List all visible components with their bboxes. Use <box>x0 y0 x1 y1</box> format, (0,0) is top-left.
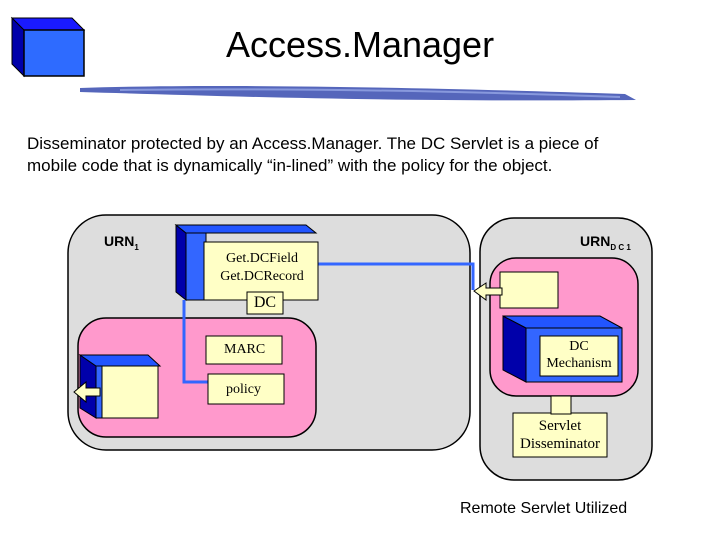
servlet-disseminator-label: Servlet Disseminator <box>513 417 607 453</box>
urndc-label: URND C 1 <box>580 233 631 252</box>
page-title: Access.Manager <box>225 24 495 65</box>
dc-mechanism-line-2: Mechanism <box>546 356 612 371</box>
description-line-2: mobile code that is dynamically “in-line… <box>27 156 553 175</box>
dc-mechanism-label: DC Mechanism <box>540 338 618 372</box>
arrow-left-icon <box>73 380 101 404</box>
getdc-record-label: Get.DCRecord <box>220 269 304 284</box>
marc-label: MARC <box>224 342 266 357</box>
getdc-methods-box: Get.DCField Get.DCRecord <box>206 250 318 286</box>
description-line-1: Disseminator protected by an Access.Mana… <box>27 134 599 153</box>
dc-to-policy-line <box>182 300 208 384</box>
servlet-line-1: Servlet <box>538 418 582 434</box>
urn1-label: URN1 <box>104 233 139 252</box>
cube-logo-icon <box>10 16 86 78</box>
getdc-to-remote-line <box>318 262 475 290</box>
description-text: Disseminator protected by an Access.Mana… <box>27 133 687 177</box>
remote-servlet-caption: Remote Servlet Utilized <box>460 500 628 517</box>
dc-label: DC <box>253 294 277 311</box>
title-underline-brush <box>80 86 636 101</box>
dc-mechanism-line-1: DC <box>569 339 589 354</box>
servlet-line-2: Disseminator <box>520 436 600 452</box>
arrow-left-icon-right <box>473 282 503 301</box>
getdc-field-label: Get.DCField <box>226 251 298 266</box>
policy-label: policy <box>226 382 261 397</box>
